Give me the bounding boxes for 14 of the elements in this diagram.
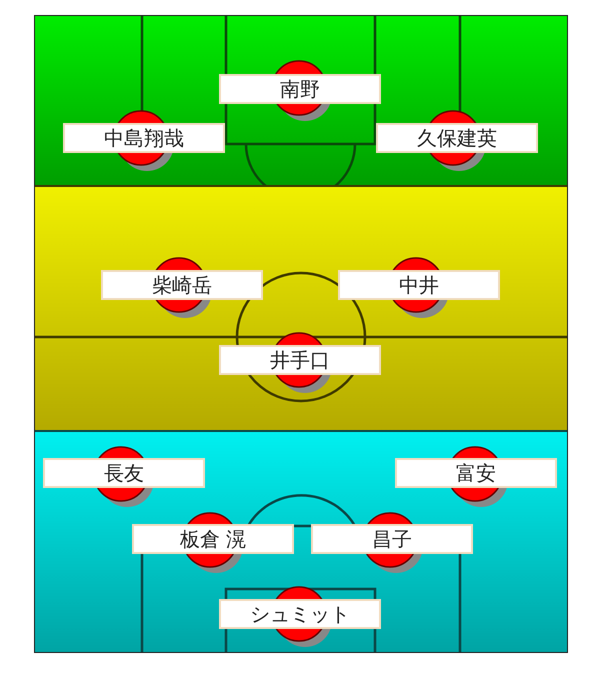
player-name: 南野 (219, 74, 381, 104)
player-name: 板倉 滉 (132, 524, 294, 554)
player-name: 中島翔哉 (63, 123, 225, 153)
player-name: 久保建英 (376, 123, 538, 153)
pitch-band (35, 16, 567, 185)
player-name: 長友 (43, 458, 205, 488)
player-name: シュミット (219, 599, 381, 629)
player-name: 昌子 (311, 524, 473, 554)
pitch-band (35, 430, 567, 652)
player-name: 中井 (338, 270, 500, 300)
player-name: 柴崎岳 (101, 270, 263, 300)
pitch-band (35, 185, 567, 430)
player-name: 富安 (395, 458, 557, 488)
player-name: 井手口 (219, 345, 381, 375)
